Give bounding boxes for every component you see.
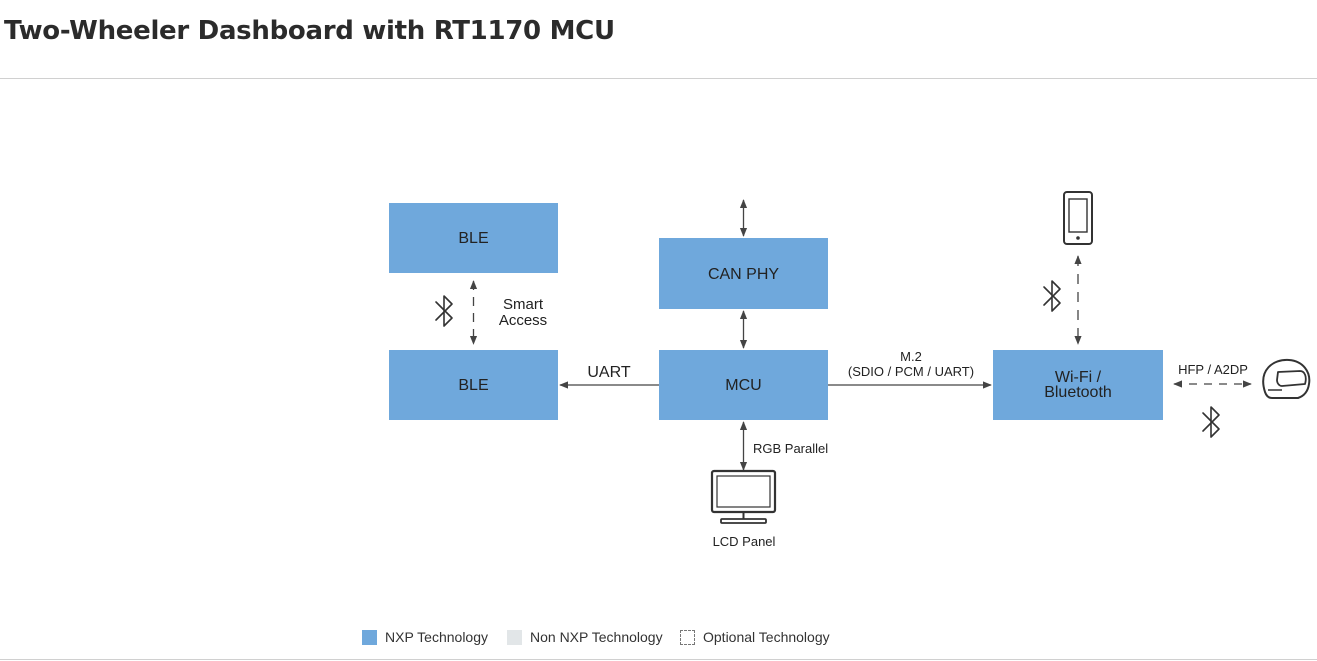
legend-non-nxp: Non NXP Technology — [507, 628, 663, 646]
smartphone-icon — [1063, 191, 1093, 245]
smart-access-label-line1: Smart — [503, 296, 544, 313]
can-phy-label: CAN PHY — [708, 266, 779, 283]
wifi-bluetooth-block: Wi-Fi / Bluetooth — [993, 350, 1163, 420]
monitor-icon — [710, 469, 777, 524]
bluetooth-icon — [1043, 280, 1061, 312]
legend-optional-swatch — [680, 629, 695, 645]
hfp-a2dp-label: HFP / A2DP — [1178, 362, 1248, 377]
ble-top-label: BLE — [458, 230, 488, 247]
bluetooth-icon — [1202, 406, 1220, 438]
m2-label-line1: M.2 — [900, 349, 922, 364]
wifi-label-line1: Wi-Fi / — [1055, 369, 1102, 386]
bluetooth-icon — [435, 295, 453, 327]
rgb-parallel-label: RGB Parallel — [753, 441, 828, 456]
lcd-panel-label: LCD Panel — [713, 534, 776, 549]
legend-optional-label: Optional Technology — [703, 629, 830, 645]
wifi-label-line2: Bluetooth — [1044, 384, 1112, 401]
legend-optional: Optional Technology — [680, 628, 830, 646]
helmet-icon — [1262, 358, 1311, 399]
ble-top-block: BLE — [389, 203, 558, 273]
legend-nxp-label: NXP Technology — [385, 629, 488, 645]
legend-non-nxp-swatch — [507, 629, 522, 645]
ble-bottom-label: BLE — [458, 377, 488, 394]
ble-bottom-block: BLE — [389, 350, 558, 420]
can-phy-block: CAN PHY — [659, 238, 828, 309]
smart-access-label-line2: Access — [499, 312, 547, 329]
legend-nxp: NXP Technology — [362, 628, 488, 646]
bottom-divider — [0, 659, 1317, 660]
uart-label: UART — [587, 364, 630, 381]
legend-nxp-swatch — [362, 629, 377, 645]
title-divider — [0, 78, 1317, 79]
legend-non-nxp-label: Non NXP Technology — [530, 629, 663, 645]
page-title: Two-Wheeler Dashboard with RT1170 MCU — [4, 16, 615, 46]
mcu-block: MCU — [659, 350, 828, 420]
m2-label-line2: (SDIO / PCM / UART) — [848, 364, 974, 379]
mcu-label: MCU — [725, 377, 761, 394]
